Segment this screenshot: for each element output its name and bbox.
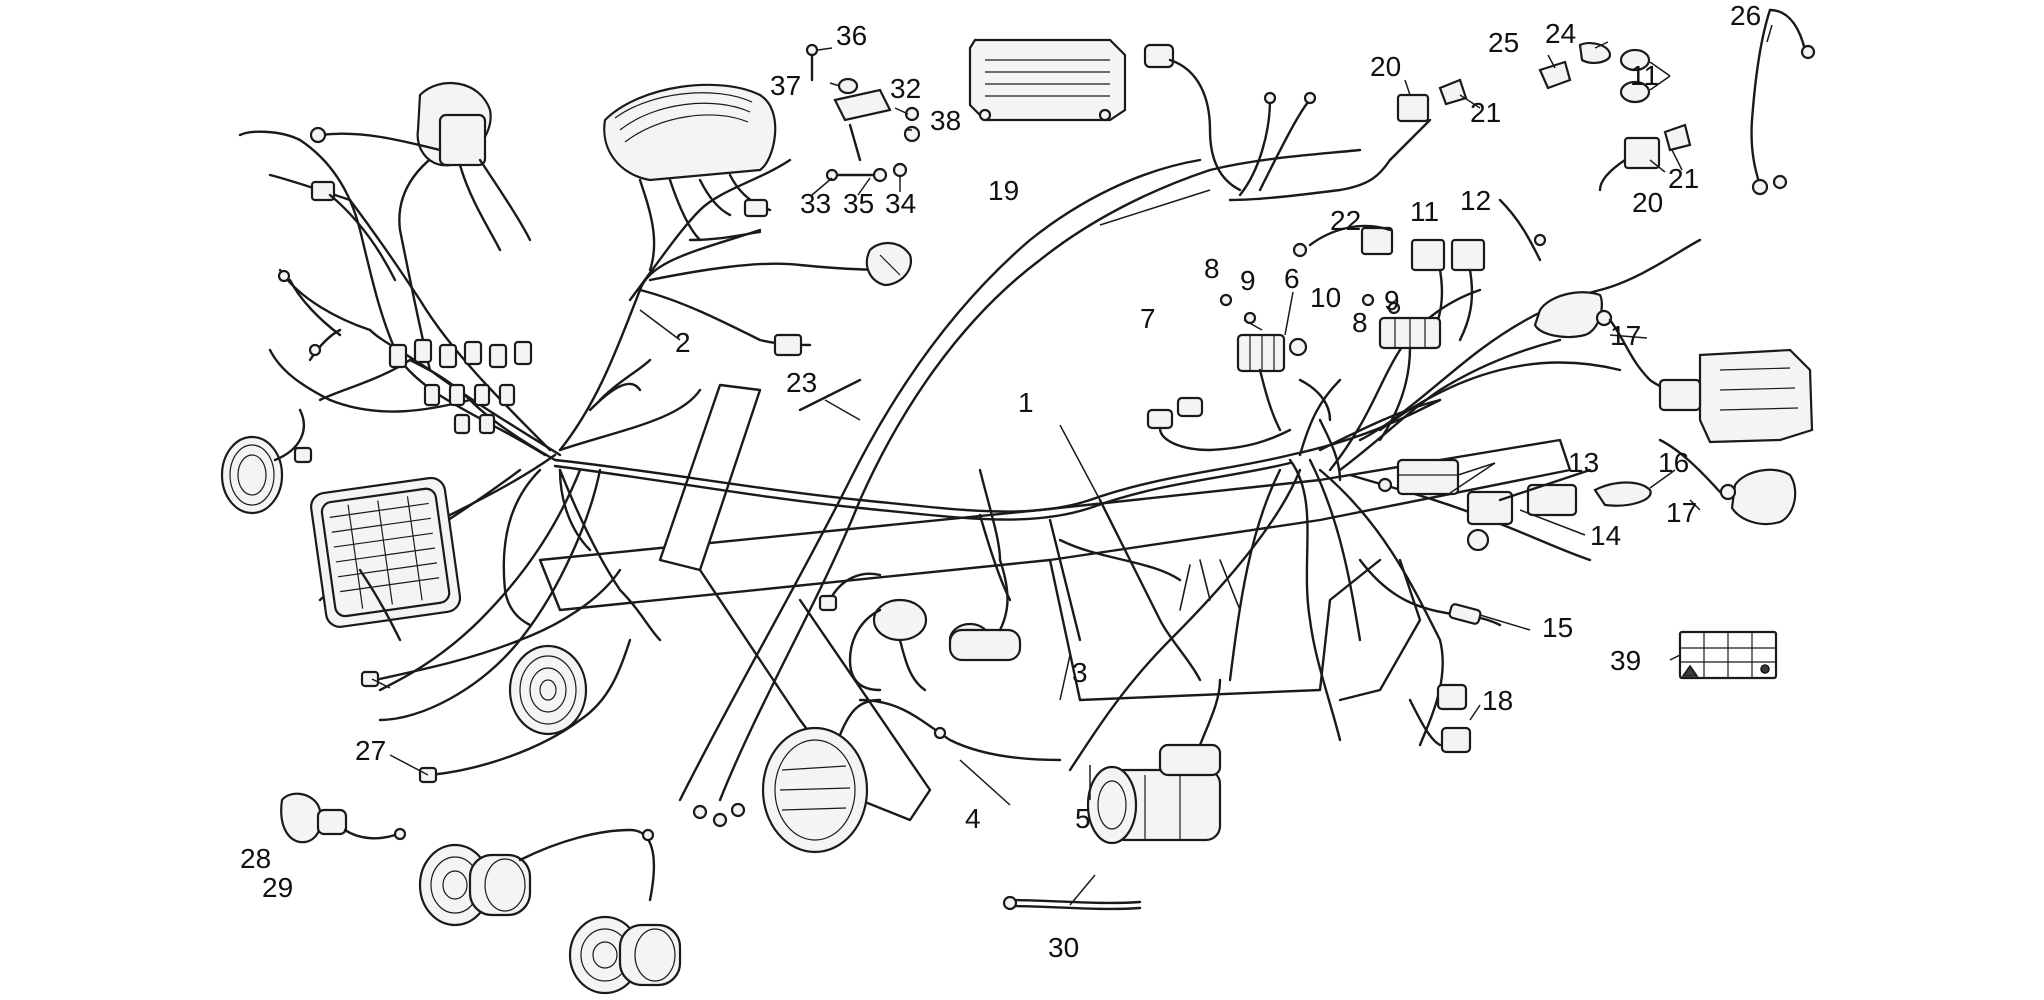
- callout-7: 7: [1140, 303, 1156, 334]
- fuse-label-decal: [1678, 630, 1778, 680]
- horn-bottom-right: [518, 828, 682, 995]
- top-sensor-connector: [1143, 43, 1432, 202]
- flasher-relay: [1408, 683, 1472, 754]
- neutral-switch-wire: [1358, 558, 1502, 627]
- callout-8a: 8: [1204, 253, 1220, 284]
- callout-11a: 11: [1410, 196, 1439, 227]
- front-connector-cluster: [388, 338, 533, 435]
- starter-motor: [1086, 678, 1222, 845]
- callout-32: 32: [890, 73, 921, 104]
- speedo-sensor-cable: [1750, 8, 1816, 196]
- callout-21b: 21: [1668, 163, 1699, 194]
- callout-18: 18: [1482, 685, 1513, 716]
- top-right-small-parts: [1538, 41, 1651, 104]
- callout-26: 26: [1730, 0, 1761, 31]
- left-handlebar-switch: [309, 81, 532, 252]
- callout-3: 3: [1072, 657, 1088, 688]
- long-cables: [678, 148, 1362, 828]
- ecu-box: [968, 38, 1127, 122]
- fuse-block-left: [1219, 293, 1308, 432]
- bulb-socket: [280, 792, 407, 844]
- ignition-switch: [865, 242, 913, 287]
- callout-6: 6: [1284, 263, 1300, 294]
- relay-top-20: [1396, 78, 1468, 123]
- callout-10: 10: [1310, 282, 1341, 313]
- callout-34: 34: [885, 188, 916, 219]
- callout-33: 33: [800, 188, 831, 219]
- callout-25: 25: [1488, 27, 1519, 58]
- callout-14: 14: [1590, 520, 1621, 551]
- instrument-connectors: [688, 198, 803, 357]
- callout-20b: 20: [1632, 187, 1663, 218]
- callout-21a: 21: [1470, 97, 1501, 128]
- frame: [538, 383, 1572, 822]
- callout-17b: 17: [1666, 497, 1697, 528]
- parking-lamp: [220, 408, 313, 515]
- callout-28: 28: [240, 843, 271, 874]
- regulator-module: [1377, 458, 1652, 552]
- callout-8b: 8: [1352, 307, 1368, 338]
- callout-labels: 1 2 3 4 5 6 7 8 8 9 9 10 11 11 12 13 14 …: [240, 0, 1761, 963]
- middle-connectors: [1146, 378, 1342, 482]
- left-terminals: [277, 180, 402, 642]
- callout-15: 15: [1542, 612, 1573, 643]
- headlight-unit: [310, 476, 462, 628]
- callout-20a: 20: [1370, 51, 1401, 82]
- front-indicator-wires: [360, 568, 632, 784]
- callout-22: 22: [1330, 205, 1361, 236]
- callout-2: 2: [675, 327, 691, 358]
- fastener-group: [805, 43, 921, 183]
- callout-16: 16: [1658, 447, 1689, 478]
- horn-left: [508, 644, 588, 736]
- callout-9b: 9: [1384, 285, 1400, 316]
- relay-cluster-center: [1292, 198, 1547, 342]
- callout-11b: 11: [1630, 60, 1659, 91]
- callout-17a: 17: [1610, 320, 1641, 351]
- callout-24: 24: [1545, 18, 1576, 49]
- leader-lines: [371, 24, 1773, 906]
- callout-27: 27: [355, 735, 386, 766]
- callout-30: 30: [1048, 932, 1079, 963]
- callout-36: 36: [836, 20, 867, 51]
- callout-13: 13: [1568, 447, 1599, 478]
- ground-strap: [1002, 895, 1142, 911]
- callout-1: 1: [1018, 387, 1034, 418]
- rear-indicator-upper: [1533, 291, 1722, 395]
- callout-35: 35: [843, 188, 874, 219]
- callout-9a: 9: [1240, 265, 1256, 296]
- ignition-coil-assembly: [818, 468, 1022, 692]
- horn-bottom-left: [418, 843, 532, 927]
- front-harness: [238, 130, 902, 722]
- callout-29: 29: [262, 872, 293, 903]
- tail-lamp: [1658, 348, 1814, 444]
- callout-23: 23: [786, 367, 817, 398]
- callout-19: 19: [988, 175, 1019, 206]
- main-wiring-harness: [553, 238, 1702, 772]
- callout-5: 5: [1075, 803, 1091, 834]
- rear-indicator-lower: [1658, 438, 1797, 526]
- fuse-block-right: [1361, 293, 1442, 442]
- callout-12: 12: [1460, 185, 1491, 216]
- callout-39: 39: [1610, 645, 1641, 676]
- alternator-cover: [761, 698, 1062, 854]
- callout-4: 4: [965, 803, 981, 834]
- callout-37: 37: [770, 70, 801, 101]
- callout-38: 38: [930, 105, 961, 136]
- instrument-cover: [603, 83, 777, 272]
